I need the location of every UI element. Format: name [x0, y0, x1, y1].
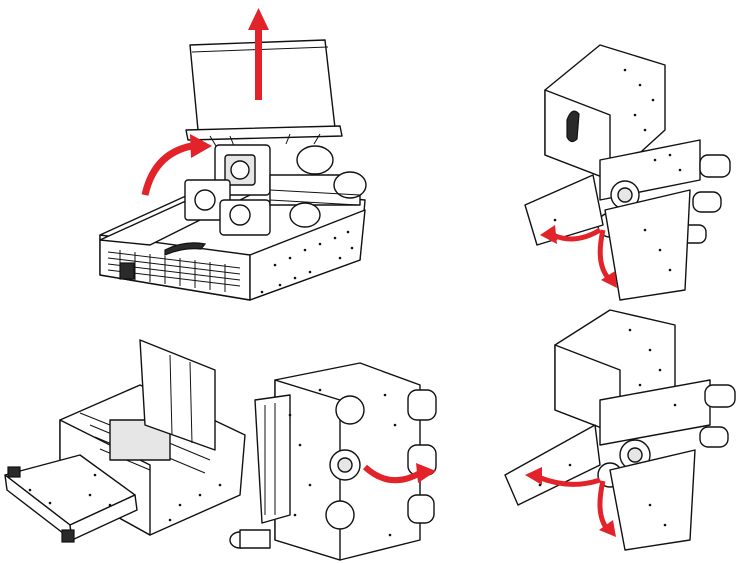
step-open-doors-lower — [500, 305, 741, 563]
step-open-doors-upper-drawing — [524, 44, 731, 301]
arrow-up-icon — [248, 8, 269, 100]
step-withdraw-drawer — [0, 325, 260, 563]
step-remove-cover-drawing — [99, 8, 367, 301]
step-remove-cover — [90, 0, 390, 330]
drawer-tray — [4, 454, 138, 543]
tilted-housing — [554, 309, 736, 488]
side-door-front — [609, 449, 696, 551]
upright-housing — [274, 362, 437, 561]
curved-arrow-icon — [362, 463, 436, 484]
step-rotate-side-panel — [220, 355, 465, 563]
switchgear-housing — [99, 144, 367, 301]
rivet-dots — [260, 230, 354, 294]
side-door-left — [504, 424, 601, 506]
curved-arrow-icon — [141, 134, 212, 196]
side-panel — [254, 394, 291, 524]
step-open-doors-upper — [505, 30, 741, 305]
top-cover — [185, 39, 343, 147]
side-door-front — [604, 189, 691, 301]
step-rotate-side-panel-drawing — [229, 362, 437, 561]
double-curved-arrow-icon — [540, 225, 617, 288]
open-lid — [139, 339, 216, 451]
step-withdraw-drawer-drawing — [4, 339, 246, 543]
tilted-housing — [544, 44, 731, 244]
step-open-doors-lower-drawing — [504, 309, 736, 551]
side-door-left — [524, 174, 604, 246]
cable-connector — [229, 529, 271, 549]
double-curved-arrow-icon — [525, 467, 616, 537]
